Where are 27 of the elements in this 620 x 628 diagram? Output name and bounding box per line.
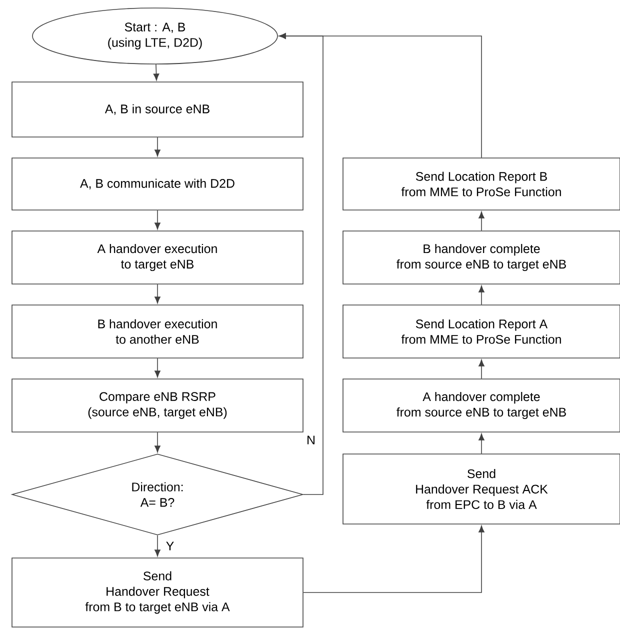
arrow (279, 33, 482, 158)
process-box: Send Location Report B from MME to ProSe Function (342, 158, 620, 210)
process-box: Send Location Report A from MME to ProSe Function (342, 304, 620, 358)
process-box: Compare eNB RSRP (source eNB, target eNB) (12, 378, 304, 432)
process-box: Send Handover Request ACK from EPC to B via A (342, 454, 620, 524)
arrow (154, 137, 160, 156)
process-box: B handover complete from source eNB to target eNB (342, 230, 620, 284)
arrow (154, 358, 160, 378)
edge-label: Y (164, 540, 176, 552)
arrow (303, 526, 484, 593)
arrow (154, 210, 160, 230)
arrow (154, 535, 160, 556)
arrow (154, 284, 160, 304)
process-box: A handover complete from source eNB to target eNB (342, 378, 620, 432)
arrow (478, 434, 484, 454)
arrow (154, 432, 160, 452)
process-box: B handover execution to another eNB (12, 304, 304, 358)
arrow (478, 212, 484, 231)
edge-label: N (306, 434, 316, 446)
process-box: A, B communicate with D2D (12, 158, 304, 210)
arrow (478, 286, 484, 305)
arrow (153, 64, 160, 80)
arrow (478, 360, 484, 379)
start-terminal: Start : A, B (using LTE, D2D) (32, 8, 278, 64)
process-box: A handover execution to target eNB (12, 230, 304, 284)
process-box: Send Handover Request from B to target eNB via A (12, 558, 304, 628)
process-box: A, B in source eNB (12, 82, 304, 138)
